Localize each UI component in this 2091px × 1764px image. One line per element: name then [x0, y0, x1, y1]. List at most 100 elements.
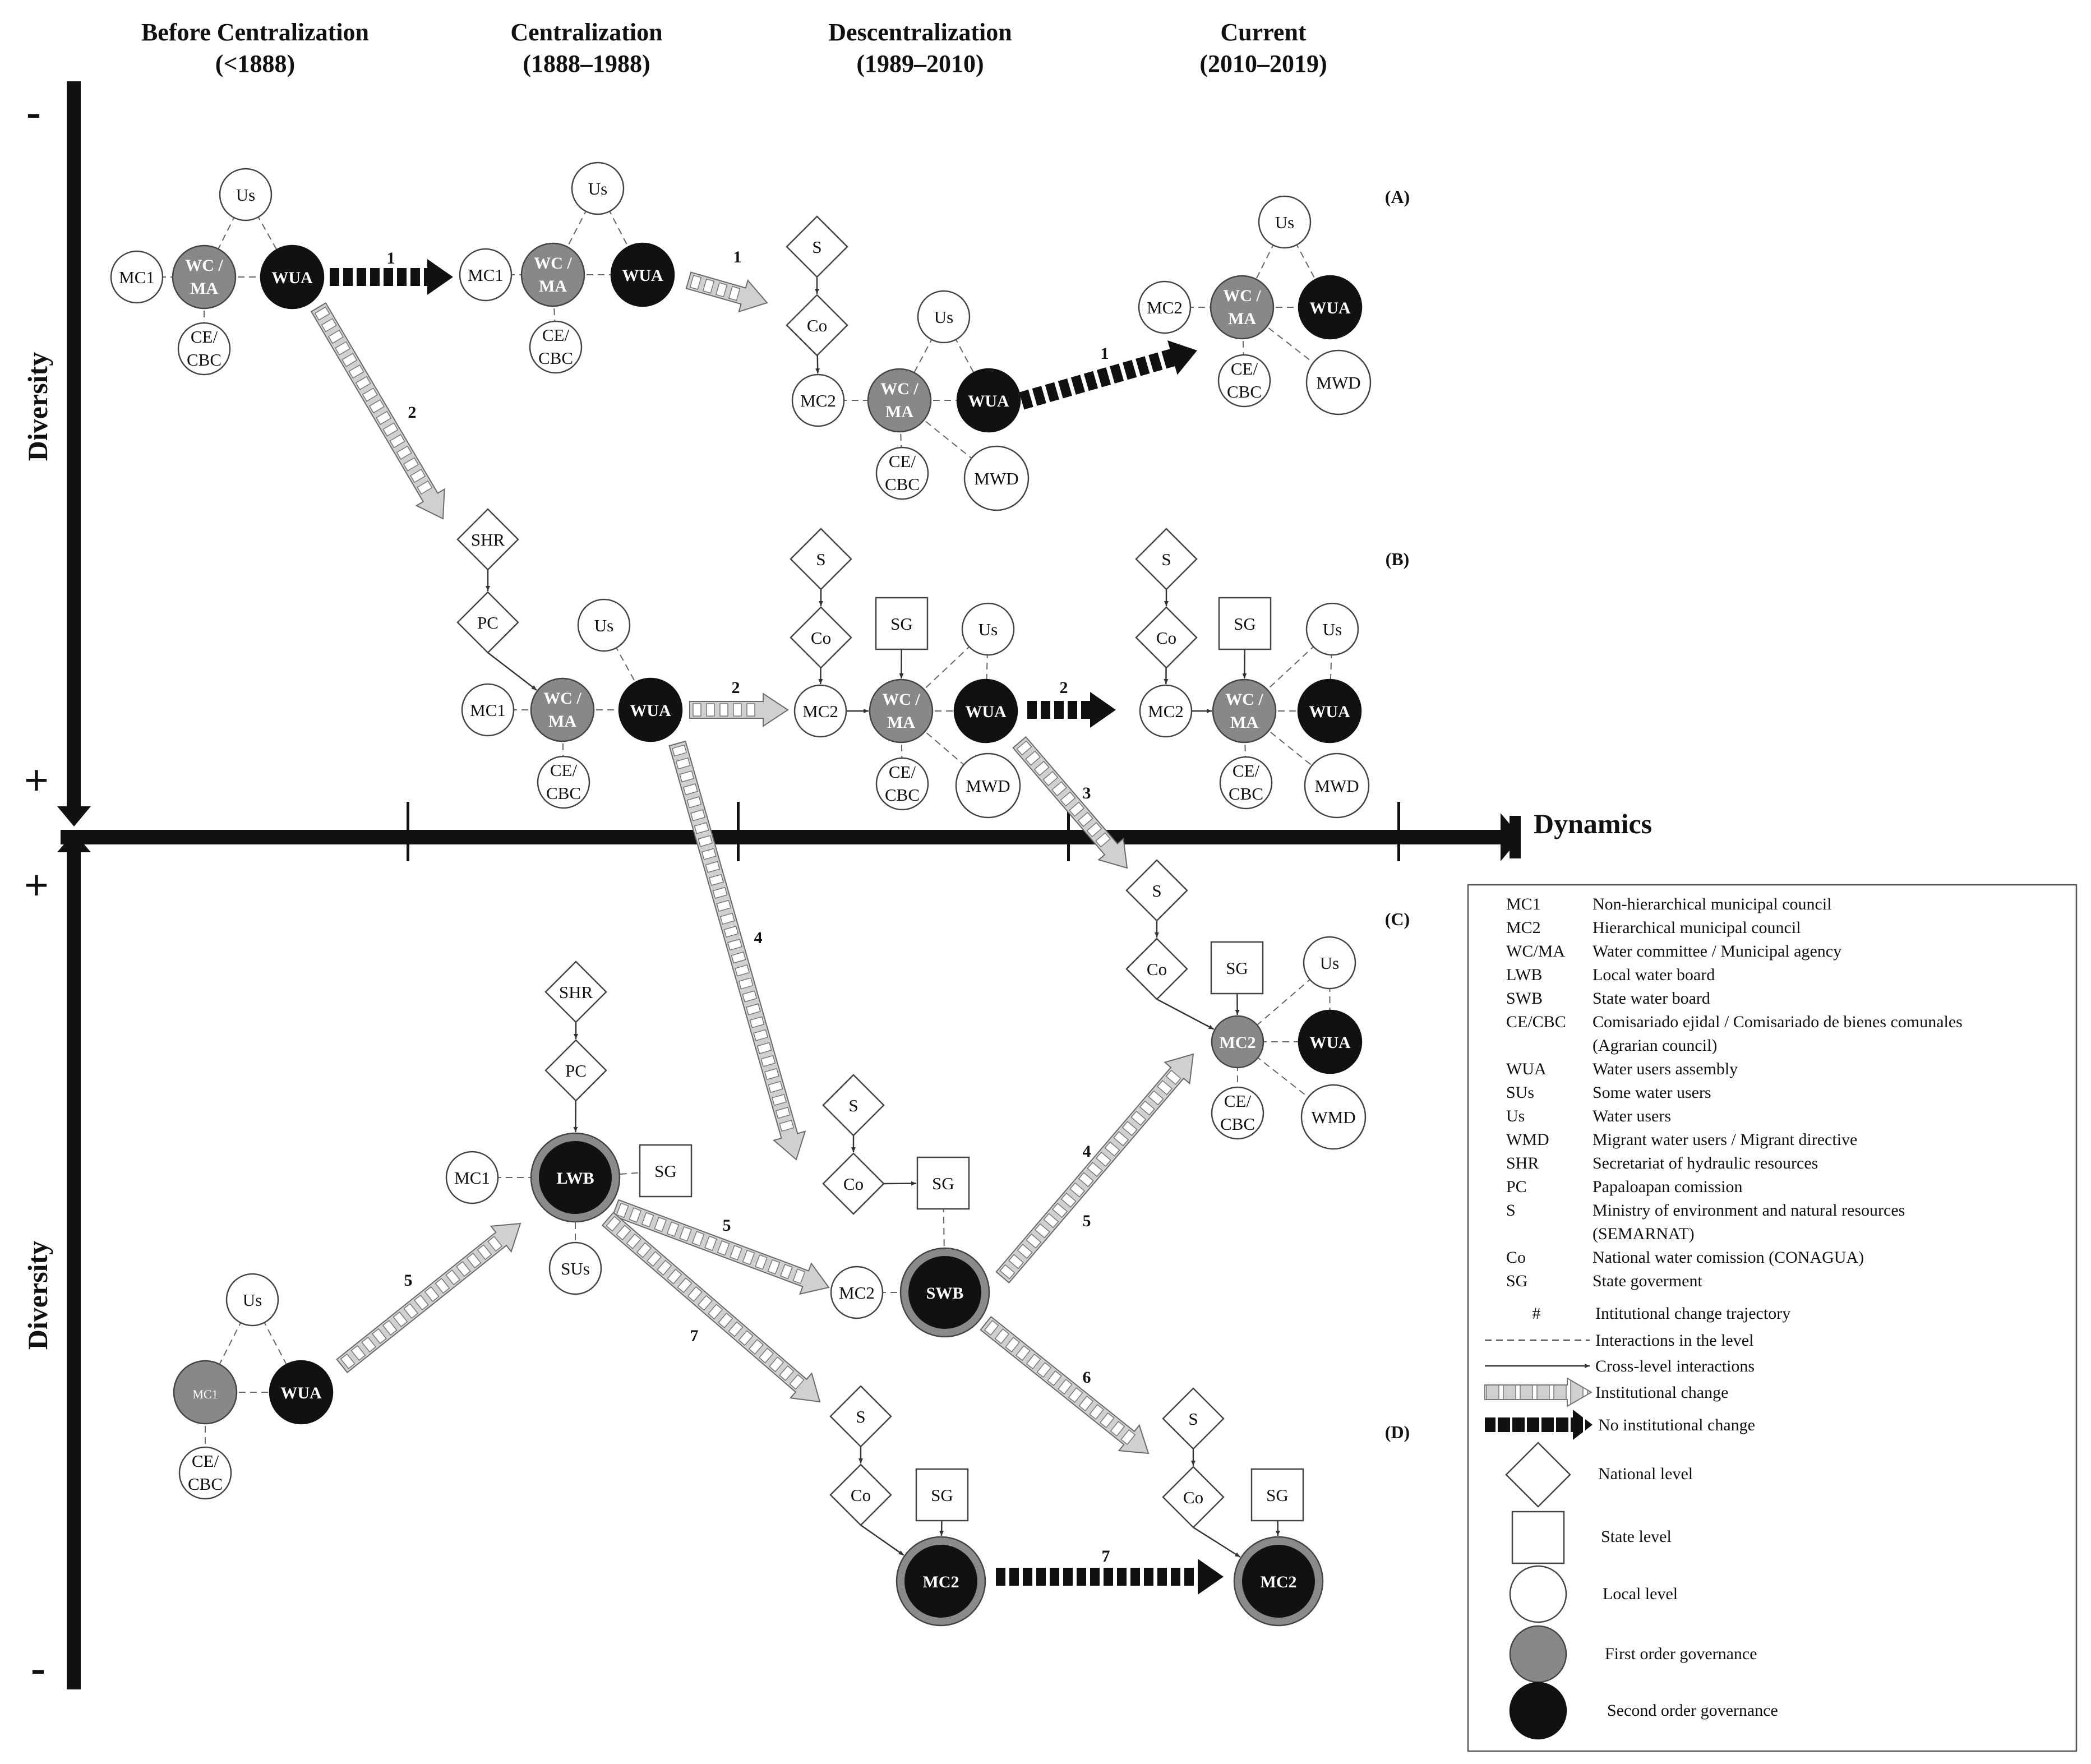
b4-s-node: S — [1135, 528, 1198, 590]
change-arrow-segment — [382, 1319, 398, 1336]
no-change-arrow-segment — [1009, 1568, 1019, 1586]
national-level-diamond — [1135, 606, 1198, 669]
change-arrow-segment — [1051, 781, 1067, 797]
legend-local-label: Local level — [1603, 1585, 1678, 1603]
change-arrow-segment — [697, 1295, 713, 1311]
legend-nochange-label: No institutional change — [1598, 1416, 1755, 1434]
a3-ce-node: CE/CBC — [875, 446, 929, 500]
b4-mc2-node: MC2 — [1139, 684, 1193, 738]
trajectory-6-change-arrow — [980, 1315, 1150, 1454]
within-level-interaction — [901, 629, 989, 712]
change-arrow-segment — [755, 1254, 768, 1270]
d2-shr-node: SHR — [544, 960, 607, 1023]
change-arrow-segment — [1078, 1396, 1094, 1412]
legend-square-icon — [1511, 1511, 1565, 1564]
trajectory-7-no-change-arrow — [996, 1559, 1224, 1595]
local-level-circle — [548, 1241, 602, 1295]
axis-tick — [1067, 802, 1070, 861]
a1-ce-label: CBC — [187, 350, 221, 370]
national-level-diamond — [790, 528, 852, 590]
local-level-circle — [1139, 684, 1193, 738]
trajectory-number: 1 — [387, 249, 395, 267]
b2-us-node: Us — [577, 598, 631, 652]
a3-ce-label: CE/ — [889, 451, 916, 471]
b2-wc-label: WC / — [543, 689, 581, 708]
local-level-circle — [110, 250, 164, 304]
period-2-years: (1888–1988) — [523, 50, 650, 77]
change-arrow-segment — [417, 480, 433, 495]
d3-swb-node: SWB — [899, 1247, 990, 1338]
a3-mwd-label: MWD — [974, 469, 1018, 488]
legend-abbreviation: SHR — [1506, 1154, 1539, 1172]
change-arrow-segment — [792, 1268, 806, 1284]
a1-us-label: Us — [236, 185, 255, 205]
b3-co-node: Co — [790, 606, 852, 669]
trajectory-number: 7 — [690, 1327, 699, 1345]
axis-tick — [407, 802, 409, 861]
local-level-circle — [917, 290, 971, 344]
c4-wmd-label: WMD — [1311, 1107, 1355, 1127]
second-order-circle — [610, 242, 675, 307]
no-change-arrow-segment — [1096, 367, 1111, 387]
d2-pc-node: PC — [544, 1039, 607, 1102]
local-level-circle — [1211, 1086, 1264, 1140]
change-arrow-segment — [1008, 1254, 1024, 1269]
trajectory-2-no-change-arrow — [1027, 692, 1116, 728]
change-arrow-segment — [1165, 1069, 1181, 1085]
b4-ce-node: CE/CBC — [1219, 756, 1273, 810]
change-arrow-segment — [362, 387, 378, 402]
national-level-diamond — [829, 1463, 892, 1526]
no-change-arrow-segment — [1032, 386, 1046, 406]
change-arrow-segment — [1057, 1379, 1073, 1395]
change-arrow-segment — [716, 899, 732, 912]
d5-s-label: S — [856, 1407, 865, 1426]
a4-us-label: Us — [1275, 213, 1294, 232]
a4-wc-node: WC /MA — [1210, 275, 1275, 340]
d2-shr-label: SHR — [559, 982, 593, 1002]
d2-pc-label: PC — [565, 1061, 587, 1080]
change-arrow-segment — [667, 1268, 682, 1285]
legend-definition: Comisariado ejidal / Comisariado de bien… — [1593, 1013, 1963, 1031]
b3-wua-label: WUA — [965, 703, 1007, 721]
d3-mc2-label: MC2 — [839, 1283, 875, 1303]
d3-swb-label: SWB — [926, 1284, 964, 1303]
change-arrow-segment — [414, 1295, 429, 1311]
legend-definition: Non-hierarchical municipal council — [1593, 895, 1832, 913]
trajectory-number: 3 — [1083, 784, 1091, 802]
trajectory-number: 5 — [723, 1216, 731, 1235]
change-arrow-segment — [393, 1311, 408, 1328]
upper-axis-arrowhead — [57, 806, 91, 826]
cross-level-interaction — [1193, 1526, 1241, 1558]
change-arrow-segment — [767, 1259, 781, 1275]
legend-definition: Local water board — [1593, 966, 1715, 984]
legend-definition-continued: (Agrarian council) — [1593, 1036, 1717, 1055]
local-level-circle — [571, 161, 625, 215]
change-arrow-segment — [1120, 1429, 1136, 1446]
change-arrow-segment — [372, 1328, 387, 1344]
a4-wc-label: WC / — [1223, 287, 1261, 305]
change-arrow-segment — [789, 1374, 805, 1390]
trajectory-4-change-arrow — [668, 740, 806, 1161]
within-level-interaction — [1244, 629, 1333, 712]
no-change-arrow-segment — [1023, 1568, 1032, 1586]
change-arrow-segment — [477, 1244, 492, 1260]
period-1-label: Before Centralization — [141, 19, 369, 46]
second-order-circle — [260, 244, 325, 310]
c4-us-node: Us — [1303, 936, 1356, 990]
d3-s-label: S — [848, 1096, 858, 1115]
change-arrow-segment — [629, 1207, 642, 1223]
trajectory-5-change-arrow — [612, 1199, 830, 1295]
national-level-diamond — [822, 1152, 885, 1215]
first-order-circle — [173, 1360, 238, 1425]
dynamics-axis — [61, 830, 1513, 844]
local-level-circle — [955, 752, 1021, 819]
b3-us-label: Us — [978, 620, 998, 639]
period-3-years: (1989–2010) — [856, 50, 984, 77]
change-arrow-segment — [764, 1068, 779, 1080]
first-order-circle — [1212, 678, 1277, 744]
a2-ce-node: CE/CBC — [529, 320, 583, 374]
national-level-diamond — [786, 215, 848, 278]
change-arrow-segment — [1086, 822, 1102, 838]
